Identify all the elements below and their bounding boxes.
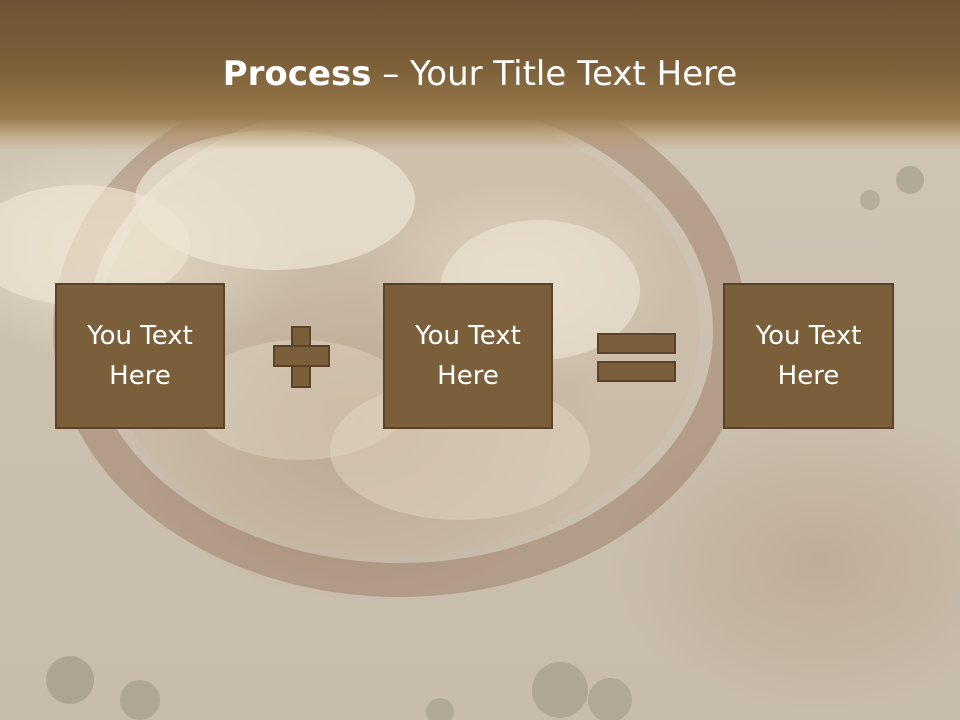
title-bold-text: Process [222,54,372,94]
process-box-3-label: You Text Here [755,321,862,391]
title-rest-text: – Your Title Text Here [371,54,738,94]
title-band [0,0,960,150]
process-box-1-label: You Text Here [87,321,193,391]
slide-title: Process – Your Title Text Here [0,52,960,96]
process-box-1: You Text Here [55,283,225,429]
process-box-2: You Text Here [383,283,553,429]
process-box-2-label: You Text Here [415,321,521,391]
process-box-3: You Text Here [723,283,894,429]
